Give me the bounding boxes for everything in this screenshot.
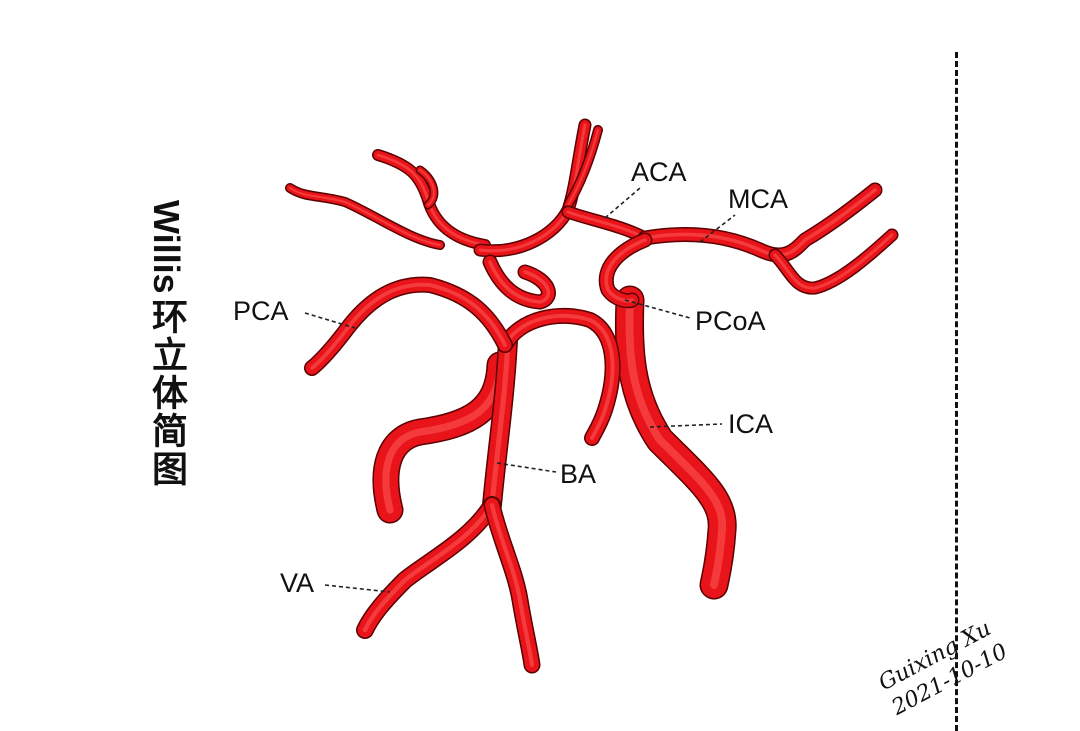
svg-text:PCoA: PCoA (695, 306, 766, 336)
svg-text:ACA: ACA (631, 157, 687, 187)
label-pcoa: PCoA (624, 299, 766, 336)
svg-text:VA: VA (280, 568, 314, 598)
mca-inferior (768, 228, 899, 295)
label-pca: PCA (233, 296, 356, 329)
title-latin: Willis (146, 200, 187, 294)
left-vertebral (356, 496, 501, 639)
vessel-tree (285, 118, 899, 674)
right-vertebral (483, 496, 541, 674)
aca (473, 118, 592, 258)
basilar-artery (482, 330, 518, 515)
diagram-title: Willis 环立体简图 (143, 200, 189, 488)
dashed-divider (955, 52, 958, 731)
left-ica-stump (372, 351, 514, 524)
svg-text:MCA: MCA (728, 184, 788, 214)
label-mca: MCA (699, 184, 788, 243)
posterior-arch (497, 307, 621, 446)
label-ica: ICA (649, 409, 773, 439)
left-upper-branch-3 (415, 165, 439, 210)
middle-loop (482, 254, 556, 310)
svg-text:ICA: ICA (728, 409, 773, 439)
acom-connector (561, 205, 652, 245)
left-pca (304, 276, 513, 376)
mca (637, 182, 883, 263)
title-cjk: 环立体简图 (146, 297, 187, 488)
right-ica (614, 285, 737, 600)
left-upper-branch-2 (285, 183, 445, 250)
aca-fork (563, 125, 603, 210)
label-ba: BA (496, 459, 596, 489)
svg-text:BA: BA (560, 459, 596, 489)
label-va: VA (280, 568, 391, 598)
label-aca: ACA (604, 157, 687, 219)
svg-text:PCA: PCA (233, 296, 289, 326)
